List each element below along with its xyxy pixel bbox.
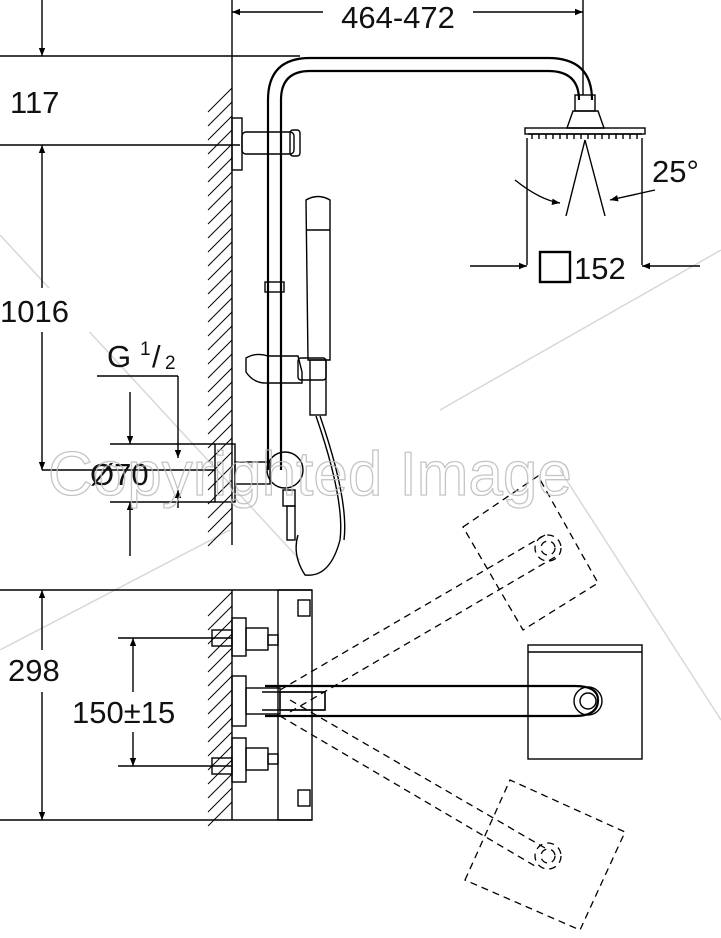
svg-text:/: / bbox=[152, 339, 161, 374]
hatch-line bbox=[207, 157, 233, 183]
hatch-line bbox=[207, 227, 233, 253]
watermark-text: Copyrighted Image bbox=[48, 440, 572, 509]
arm-reach-label: 464-472 bbox=[341, 0, 455, 35]
hatch-line bbox=[207, 507, 233, 533]
hatch-line bbox=[207, 465, 233, 491]
hatch-line bbox=[207, 493, 233, 519]
rosette-dia-label: Ø70 bbox=[90, 457, 149, 492]
hatch-line bbox=[207, 675, 233, 701]
head-size-label: 152 bbox=[574, 251, 626, 286]
inlet-spacing-dimension: 150±15 bbox=[70, 637, 232, 767]
hatch-line bbox=[207, 297, 233, 323]
hatch-line bbox=[207, 717, 233, 743]
hatch-line bbox=[207, 353, 233, 379]
hatch-line bbox=[207, 185, 233, 211]
hatch-line bbox=[207, 409, 233, 435]
hatch-line bbox=[207, 773, 233, 799]
hatch-line bbox=[207, 143, 233, 169]
top-offset-dimension: 117 1016 bbox=[0, 0, 300, 470]
hatch-line bbox=[207, 395, 233, 421]
hatch-line bbox=[207, 213, 233, 239]
head-shower: 25° bbox=[514, 94, 699, 265]
mixer-height-label: 298 bbox=[8, 653, 60, 688]
hatch-line bbox=[207, 759, 233, 785]
shower-rail-and-arm bbox=[231, 56, 594, 470]
square-symbol-icon bbox=[538, 250, 572, 284]
hatch-line bbox=[207, 787, 233, 813]
hatch-line bbox=[207, 87, 233, 113]
hatch-line bbox=[207, 129, 233, 155]
hatch-line bbox=[207, 241, 233, 267]
hatch-line bbox=[207, 703, 233, 729]
hatch-line bbox=[207, 199, 233, 225]
hatch-line bbox=[207, 689, 233, 715]
thread-den-label: 2 bbox=[165, 353, 176, 374]
hand-shower bbox=[245, 195, 346, 576]
hatch-line bbox=[207, 115, 233, 141]
thermostat-mixer bbox=[211, 589, 643, 821]
hatch-line bbox=[207, 661, 233, 687]
inlet-spacing-label: 150±15 bbox=[72, 695, 175, 730]
hatch-line bbox=[207, 325, 233, 351]
head-tilt-label: 25° bbox=[652, 154, 699, 189]
thread-g-label: G bbox=[107, 339, 131, 374]
hatch-line bbox=[207, 311, 233, 337]
wall-hatch-lower bbox=[207, 590, 233, 827]
head-size-dimension: 152 bbox=[470, 250, 700, 286]
swivel-positions bbox=[279, 475, 626, 931]
rail-height-label: 1016 bbox=[0, 294, 69, 329]
hatch-line bbox=[207, 171, 233, 197]
hatch-line bbox=[207, 801, 233, 827]
hatch-line bbox=[207, 381, 233, 407]
hatch-line bbox=[207, 437, 233, 463]
top-offset-label: 117 bbox=[10, 85, 59, 120]
hatch-line bbox=[207, 605, 233, 631]
hatch-line bbox=[207, 479, 233, 505]
hatch-line bbox=[207, 647, 233, 673]
hatch-line bbox=[207, 269, 233, 295]
hatch-line bbox=[207, 255, 233, 281]
hatch-line bbox=[207, 521, 233, 547]
thread-dimension: G 1 / 2 bbox=[97, 339, 182, 508]
arm-reach-dimension: 464-472 bbox=[231, 0, 584, 95]
mixer-height-dimension: 298 bbox=[0, 589, 312, 821]
hatch-line bbox=[207, 283, 233, 309]
hatch-line bbox=[207, 101, 233, 127]
thread-num-label: 1 bbox=[140, 339, 151, 360]
hatch-line bbox=[207, 339, 233, 365]
hatch-line bbox=[207, 591, 233, 617]
hatch-line bbox=[207, 731, 233, 757]
hatch-line bbox=[207, 451, 233, 477]
rosette-dimension: Ø70 bbox=[42, 392, 304, 556]
hatch-line bbox=[207, 367, 233, 393]
